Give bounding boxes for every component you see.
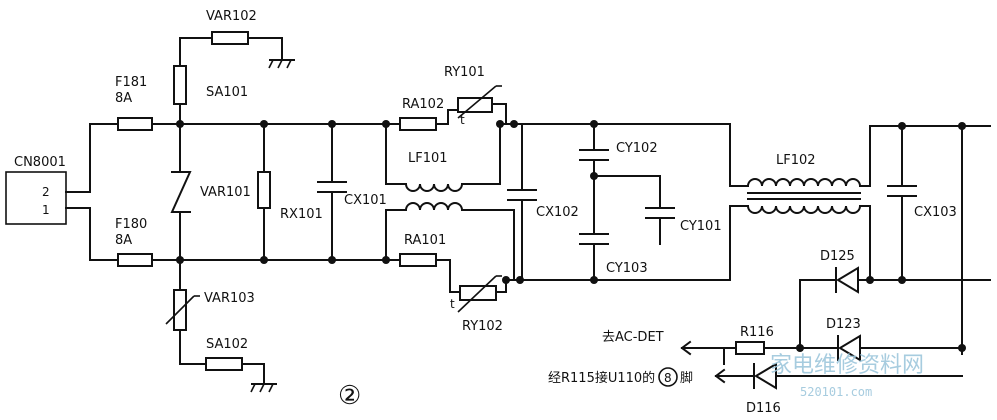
label-d116: D116 bbox=[746, 401, 781, 416]
label-var102: VAR102 bbox=[206, 9, 257, 24]
second-stage-rails bbox=[499, 123, 749, 281]
label-via-r115-suffix: 脚 bbox=[680, 370, 693, 386]
capacitor-cx102: CX102 bbox=[507, 123, 579, 281]
via-r115-label: 经R115接U110的 8 脚 bbox=[548, 367, 693, 387]
watermark-text: 家电维修资料网 bbox=[770, 353, 924, 378]
resistor-ra102 bbox=[399, 117, 437, 131]
figure-number: ② bbox=[338, 381, 361, 411]
resistor-r116: R116 bbox=[723, 325, 774, 365]
label-cx103: CX103 bbox=[914, 205, 957, 220]
branch-var103-sa102: VAR103 SA102 bbox=[165, 259, 277, 393]
fuse-f180: F180 8A bbox=[115, 217, 153, 267]
choke-lf102: LF102 bbox=[746, 125, 991, 281]
varistor-var102 bbox=[211, 31, 249, 45]
label-ry101: RY101 bbox=[444, 65, 485, 80]
ground-icon bbox=[268, 59, 295, 69]
label-to-ac-det: 去AC-DET bbox=[602, 330, 664, 345]
branch-sa101-var102: VAR102 SA101 bbox=[173, 9, 295, 125]
label-f181-rating: 8A bbox=[115, 91, 132, 106]
label-rx101: RX101 bbox=[280, 207, 323, 222]
label-pin2: 2 bbox=[42, 185, 50, 199]
main-rails bbox=[151, 123, 401, 261]
capacitor-cx103: CX103 bbox=[887, 125, 957, 281]
varistor-var101: VAR101 bbox=[170, 123, 251, 261]
label-ry102: RY102 bbox=[462, 319, 503, 334]
label-pin1: 1 bbox=[42, 203, 50, 217]
label-cy103: CY103 bbox=[606, 261, 648, 276]
top-path-ra102-ry101: t RA102 RY101 bbox=[385, 65, 507, 131]
resistor-ra101 bbox=[399, 253, 437, 267]
label-var101: VAR101 bbox=[200, 185, 251, 200]
label-via-r115-prefix: 经R115接U110的 bbox=[548, 370, 655, 386]
watermark-url: 520101.com bbox=[800, 385, 872, 399]
label-cy101: CY101 bbox=[680, 219, 722, 234]
input-leads bbox=[65, 123, 119, 261]
label-d125: D125 bbox=[820, 249, 855, 264]
capacitor-cx101: CX101 bbox=[317, 123, 387, 261]
pin-number-circle bbox=[658, 367, 678, 387]
label-ry101-t: t bbox=[460, 113, 465, 127]
label-lf102: LF102 bbox=[776, 153, 816, 168]
label-lf101: LF101 bbox=[408, 151, 448, 166]
bottom-path-ra101-ry102: t RA101 RY102 bbox=[385, 233, 507, 334]
label-sa102: SA102 bbox=[206, 337, 248, 352]
label-f181: F181 bbox=[115, 75, 147, 90]
diode-d125: D125 bbox=[799, 249, 871, 349]
thermistor-ry101 bbox=[457, 97, 493, 113]
diode-d123: D123 bbox=[743, 317, 963, 362]
surge-absorber-sa101 bbox=[173, 65, 187, 105]
label-r116: R116 bbox=[740, 325, 774, 340]
label-cx101: CX101 bbox=[344, 193, 387, 208]
fuse-f181: F181 8A bbox=[115, 75, 153, 131]
connector-cn8001: CN8001 2 1 bbox=[5, 155, 67, 225]
label-d123: D123 bbox=[826, 317, 861, 332]
label-var103: VAR103 bbox=[204, 291, 255, 306]
ground-icon bbox=[250, 383, 277, 393]
label-cn8001: CN8001 bbox=[14, 155, 66, 170]
junction-dots bbox=[176, 120, 966, 352]
label-ry102-t: t bbox=[450, 297, 455, 311]
capacitor-cy103: CY103 bbox=[579, 175, 648, 281]
diode-d116: D116 bbox=[714, 362, 963, 416]
label-f180-rating: 8A bbox=[115, 233, 132, 248]
label-cy102: CY102 bbox=[616, 141, 658, 156]
label-pin-number: 8 bbox=[664, 371, 672, 385]
watermark: 家电维修资料网 520101.com bbox=[770, 353, 924, 399]
label-f180: F180 bbox=[115, 217, 147, 232]
choke-lf101: LF101 bbox=[385, 123, 515, 281]
capacitor-cy102: CY102 bbox=[579, 123, 658, 177]
to-ac-det-signal: 去AC-DET bbox=[602, 330, 725, 356]
label-sa101: SA101 bbox=[206, 85, 248, 100]
label-ra102: RA102 bbox=[402, 97, 444, 112]
resistor-rx101: RX101 bbox=[257, 123, 323, 261]
label-cx102: CX102 bbox=[536, 205, 579, 220]
capacitor-cy101: CY101 bbox=[593, 175, 722, 245]
label-ra101: RA101 bbox=[404, 233, 446, 248]
surge-absorber-sa102 bbox=[205, 357, 243, 371]
